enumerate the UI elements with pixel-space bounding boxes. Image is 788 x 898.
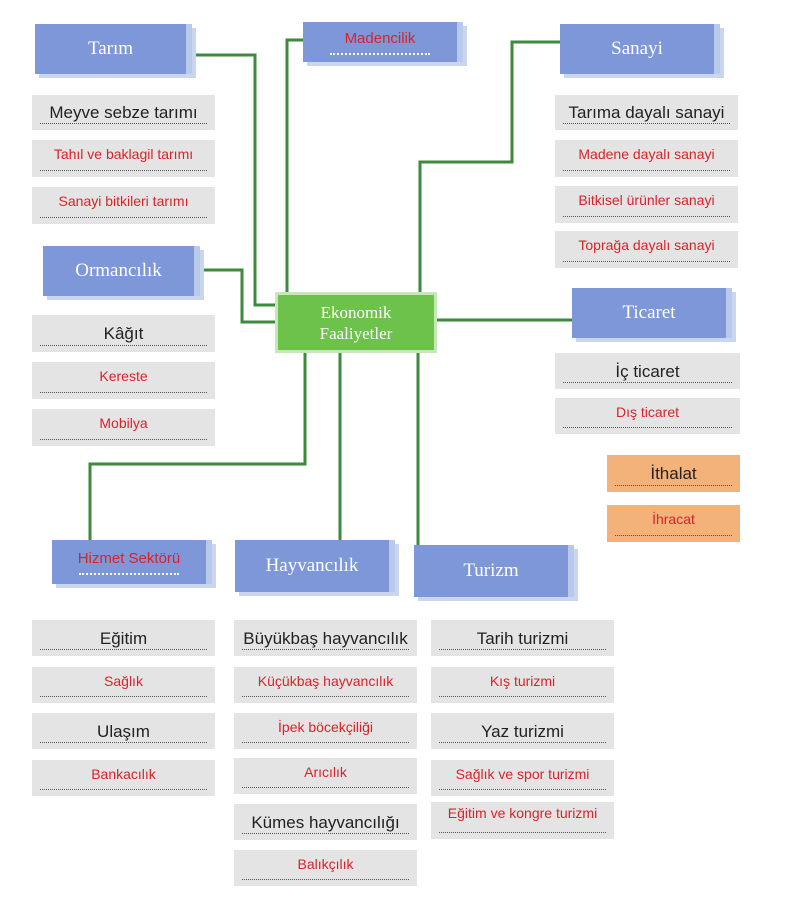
sanayi-item-1: Tarıma dayalı sanayi [555,95,738,130]
hayvancilik-item-3: İpek böcekçiliği [234,713,417,749]
sanayi-item-4: Toprağa dayalı sanayi [555,231,738,268]
turizm-item-5: Eğitim ve kongre turizmi [431,802,614,839]
sanayi-item-2: Madene dayalı sanayi [555,140,738,177]
header-hayvancilik-label: Hayvancılık [265,555,359,576]
hizmet-item-4: Bankacılık [32,760,215,796]
tarim-item-1: Meyve sebze tarımı [32,95,215,130]
header-hayvancilik: Hayvancılık [235,540,395,592]
ticaret-item-2: Dış ticaret [555,398,740,434]
ormancilik-item-2: Kereste [32,362,215,399]
hayvancilik-item-2: Küçükbaş hayvancılık [234,667,417,703]
sanayi-item-3: Bitkisel ürünler sanayi [555,186,738,223]
line-madencilik [285,38,303,295]
dis-ticaret-item-1: İthalat [607,455,740,492]
center-line-2: Faaliyetler [319,323,393,343]
hayvancilik-item-6: Balıkçılık [234,850,417,886]
header-turizm-label: Turizm [463,560,519,581]
tarim-item-3: Sanayi bitkileri tarımı [32,187,215,224]
header-tarim: Tarım [35,24,192,74]
header-hizmet-label: Hizmet Sektörü [77,549,181,567]
hizmet-item-2: Sağlık [32,667,215,703]
dis-ticaret-item-2: İhracat [607,505,740,542]
header-tarim-label: Tarım [87,38,134,59]
header-ticaret: Ticaret [572,288,732,338]
ormancilik-item-1: Kâğıt [32,315,215,352]
header-madencilik-label: Madencilik [344,29,416,47]
tarim-item-2: Tahıl ve baklagil tarımı [32,140,215,177]
header-sanayi: Sanayi [560,24,720,74]
header-hizmet: Hizmet Sektörü [52,540,212,584]
turizm-item-3: Yaz turizmi [431,713,614,749]
hayvancilik-item-5: Kümes hayvancılığı [234,804,417,840]
ticaret-item-1: İç ticaret [555,353,740,389]
line-tarim [192,53,278,307]
header-madencilik: Madencilik [303,22,463,62]
ormancilik-item-3: Mobilya [32,409,215,446]
line-sanayi [418,40,560,295]
header-sanayi-label: Sanayi [611,38,663,59]
line-hizmet [88,350,307,540]
header-ticaret-label: Ticaret [622,302,676,323]
turizm-item-4: Sağlık ve spor turizmi [431,760,614,796]
turizm-item-1: Tarih turizmi [431,620,614,656]
center-line-1: Ekonomik [320,302,392,322]
hizmet-item-3: Ulaşım [32,713,215,749]
hayvancilik-item-4: Arıcılık [234,758,417,794]
header-ormancilik-label: Ormancılık [75,260,162,281]
hayvancilik-item-1: Büyükbaş hayvancılık [234,620,417,656]
turizm-item-2: Kış turizmi [431,667,614,703]
header-turizm: Turizm [414,545,574,597]
hizmet-item-1: Eğitim [32,620,215,656]
header-ormancilik: Ormancılık [43,246,200,296]
line-ormancilik [200,268,278,324]
